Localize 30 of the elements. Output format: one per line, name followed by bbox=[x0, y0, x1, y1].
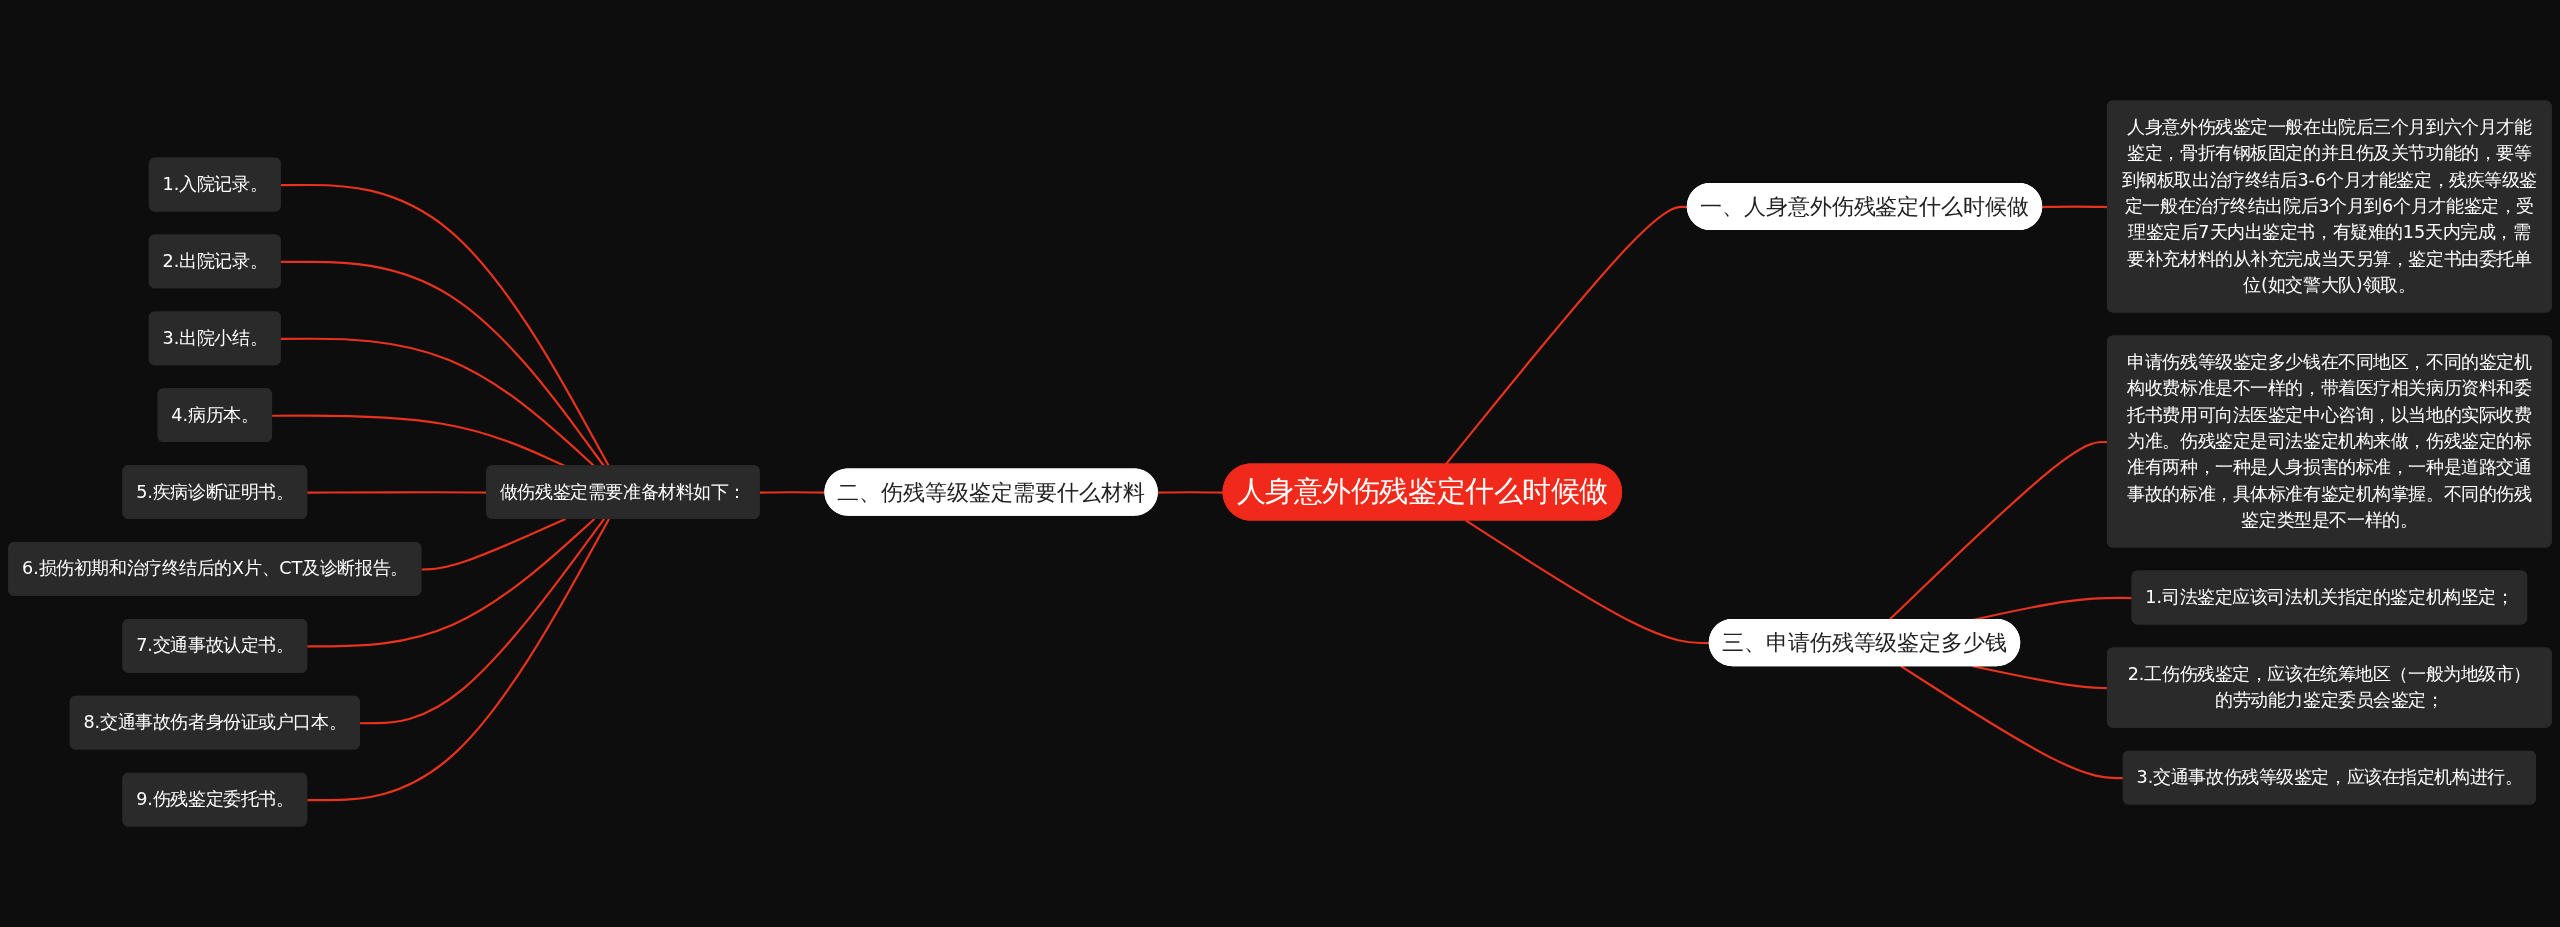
connector-line bbox=[759, 491, 826, 494]
topic-box: 7.交通事故认定书。 bbox=[122, 618, 308, 673]
connector-line bbox=[1900, 665, 2124, 780]
topic-box: 1.司法鉴定应该司法机关指定的鉴定机构坚定； bbox=[2131, 570, 2528, 625]
connector-line bbox=[280, 260, 606, 467]
topic-box: 二、伤残等级鉴定需要什么材料 bbox=[824, 468, 1158, 516]
topic-box: 8.交通事故伤者身份证或户口本。 bbox=[69, 695, 360, 750]
connector-line bbox=[1444, 205, 1688, 466]
topic-box: 3.出院小结。 bbox=[148, 311, 281, 366]
connector-line bbox=[421, 517, 566, 571]
topic-box: 3.交通事故伤残等级鉴定，应该在指定机构进行。 bbox=[2122, 750, 2536, 805]
topic-box: 一、人身意外伤残鉴定什么时候做 bbox=[1686, 182, 2043, 231]
central-topic: 人身意外伤残鉴定什么时候做 bbox=[1222, 463, 1623, 521]
topic-box: 6.损伤初期和治疗终结后的X片、CT及诊断报告。 bbox=[8, 542, 422, 596]
connector-line bbox=[307, 518, 596, 648]
topic-box: 人身意外伤残鉴定一般在出院后三个月到六个月才能鉴定，骨折有钢板固定的并且伤及关节功能的，要等到钢板取出治疗终结后3-6个月才能鉴定，残疾等级鉴定一般在治疗终结出院后3个月到6个月才能鉴定，受理鉴定后7天内出鉴定书，有疑难的15天内完成，需要补充材料的从补充完成当天另算，鉴定书由委托单位(如交警大队)领取。 bbox=[2106, 100, 2552, 313]
topic-box: 4.病历本。 bbox=[157, 388, 273, 443]
topic-box: 做伤残鉴定需要准备材料如下： bbox=[486, 465, 760, 519]
topic-box: 申请伤残等级鉴定多少钱在不同地区，不同的鉴定机构收费标准是不一样的，带着医疗相关病历资料和委托书费用可向法医鉴定中心咨询，以当地的实际收费为准。伤残鉴定是司法鉴定机构来做，伤残鉴定的标准有两种，一种是人身损害的标准，一种是道路交通事故的标准，具体标准有鉴定机构掌握。不同的伤残鉴定类型是不一样的。 bbox=[2106, 335, 2552, 548]
connector-line bbox=[280, 183, 610, 467]
topic-box: 2.出院记录。 bbox=[148, 234, 281, 289]
topic-box: 5.疾病诊断证明书。 bbox=[122, 465, 308, 519]
connector-line bbox=[1465, 519, 1710, 645]
topic-box: 三、申请伤残等级鉴定多少钱 bbox=[1708, 618, 2021, 667]
connector-line bbox=[307, 518, 610, 802]
connector-line bbox=[359, 518, 606, 725]
topic-box: 2.工伤伤残鉴定，应该在统筹地区（一般为地级市）的劳动能力鉴定委员会鉴定； bbox=[2106, 647, 2552, 728]
topic-box: 1.入院记录。 bbox=[148, 157, 281, 212]
connector-line bbox=[1157, 491, 1224, 494]
topic-box: 9.伤残鉴定委托书。 bbox=[122, 772, 308, 827]
